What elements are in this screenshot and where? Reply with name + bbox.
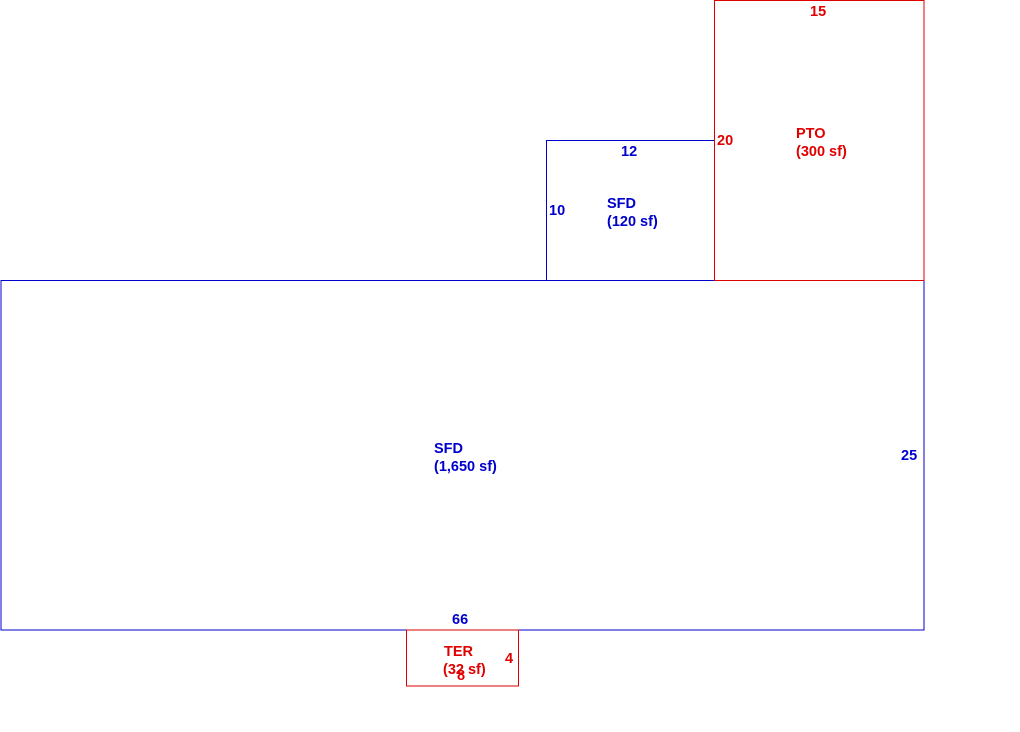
terrace-outline — [406, 629, 519, 687]
main-sfd-area-label: (1,650 sf) — [434, 459, 497, 475]
terrace-width-dimension: 8 — [457, 668, 465, 684]
main-sfd-area: SFD (1,650 sf) 66 25 — [0, 280, 925, 631]
patio-depth-dimension: 20 — [717, 133, 733, 149]
patio-width-dimension: 15 — [810, 4, 826, 20]
terrace-depth-dimension: 4 — [505, 651, 513, 667]
patio-outline — [714, 0, 925, 281]
upper-sfd-area-label: (120 sf) — [607, 214, 658, 230]
upper-sfd-depth-dimension: 10 — [549, 203, 565, 219]
upper-sfd-code: SFD — [607, 196, 636, 212]
terrace-code: TER — [444, 644, 474, 660]
terrace-area-label: (32 sf) — [443, 662, 486, 678]
patio-area-label: (300 sf) — [796, 144, 847, 160]
main-sfd-width-dimension: 66 — [452, 612, 468, 628]
upper-sfd-area: SFD (120 sf) 12 10 — [546, 140, 715, 281]
main-sfd-code: SFD — [434, 441, 463, 457]
upper-sfd-width-dimension: 12 — [621, 144, 637, 160]
terrace-area: TER (32 sf) 8 4 — [406, 629, 519, 687]
patio-code: PTO — [796, 126, 826, 142]
main-sfd-depth-dimension: 25 — [901, 448, 917, 464]
patio-area: PTO (300 sf) 15 20 — [714, 0, 925, 281]
